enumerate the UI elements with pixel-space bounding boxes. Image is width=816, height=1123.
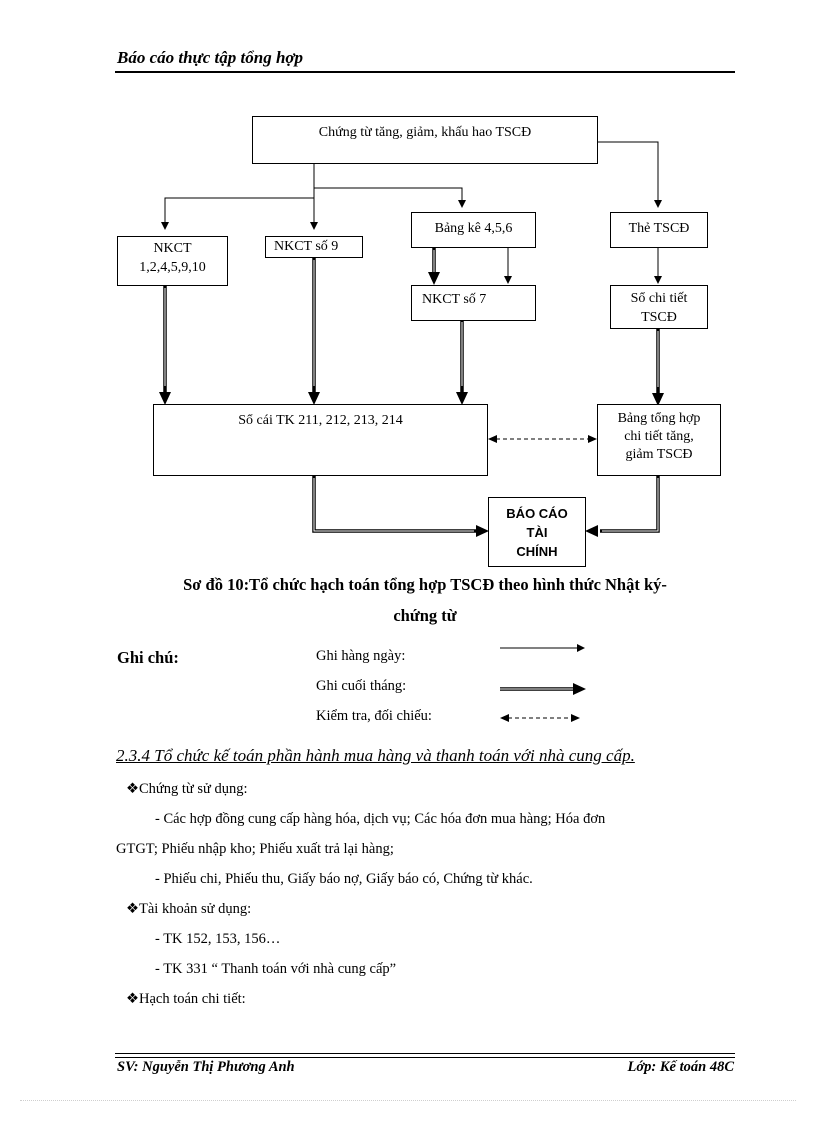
tai-khoan-item-1: - TK 152, 153, 156… bbox=[155, 931, 281, 947]
box-nkct-1: NKCT 1,2,4,5,9,10 bbox=[117, 236, 228, 286]
box-nkct-7: NKCT số 7 bbox=[411, 285, 536, 321]
diagram-caption-line1: Sơ đồ 10:Tổ chức hạch toán tổng hợp TSCĐ… bbox=[183, 575, 667, 594]
box-nkct-9: NKCT số 9 bbox=[265, 236, 363, 258]
legend-item-check: Kiểm tra, đối chiếu: bbox=[316, 708, 432, 724]
box-so-chi-tiet: Sổ chi tiết TSCĐ bbox=[610, 285, 708, 329]
list-heading-tai-khoan: ❖Tài khoản sử dụng: bbox=[126, 901, 252, 917]
footer-class: Lớp: Kế toán 48C bbox=[627, 1059, 734, 1075]
footer-student-name: SV: Nguyễn Thị Phương Anh bbox=[117, 1059, 295, 1075]
bullet-icon: ❖ bbox=[126, 991, 139, 1007]
legend-item-daily: Ghi hàng ngày: bbox=[316, 648, 406, 664]
legend-item-monthly: Ghi cuối tháng: bbox=[316, 678, 407, 694]
box-bang-tong-hop: Bảng tổng hợp chi tiết tăng, giảm TSCĐ bbox=[597, 404, 721, 476]
footer-rule-bottom bbox=[115, 1057, 735, 1058]
diagram-caption-line2: chứng từ bbox=[393, 606, 457, 625]
box-so-cai: Sổ cái TK 211, 212, 213, 214 bbox=[153, 404, 488, 476]
page-header-title: Báo cáo thực tập tổng hợp bbox=[117, 48, 304, 67]
chung-tu-item-2: - Phiếu chi, Phiếu thu, Giấy báo nợ, Giấ… bbox=[155, 871, 533, 887]
bullet-icon: ❖ bbox=[126, 781, 139, 797]
footer-rule-top bbox=[115, 1053, 735, 1054]
legend-label: Ghi chú: bbox=[117, 648, 179, 667]
tai-khoan-item-2: - TK 331 “ Thanh toán với nhà cung cấp” bbox=[155, 961, 397, 977]
box-the-tscd: Thẻ TSCĐ bbox=[610, 212, 708, 248]
box-chung-tu: Chứng từ tăng, giảm, khấu hao TSCĐ bbox=[252, 116, 598, 164]
header-rule bbox=[115, 71, 735, 73]
list-heading-hach-toan: ❖Hạch toán chi tiết: bbox=[126, 991, 246, 1007]
section-heading: 2.3.4 Tổ chức kế toán phần hành mua hàng… bbox=[116, 746, 635, 765]
chung-tu-item-1-line2: GTGT; Phiếu nhập kho; Phiếu xuất trả lại… bbox=[116, 841, 394, 857]
page-bottom-border bbox=[20, 1100, 796, 1101]
list-heading-chung-tu: ❖Chứng từ sử dụng: bbox=[126, 781, 248, 797]
chung-tu-item-1-line1: - Các hợp đồng cung cấp hàng hóa, dịch v… bbox=[155, 811, 606, 827]
box-bao-cao-tai-chinh: BÁO CÁO TÀI CHÍNH bbox=[488, 497, 586, 567]
box-bang-ke: Bảng kê 4,5,6 bbox=[411, 212, 536, 248]
bullet-icon: ❖ bbox=[126, 901, 139, 917]
